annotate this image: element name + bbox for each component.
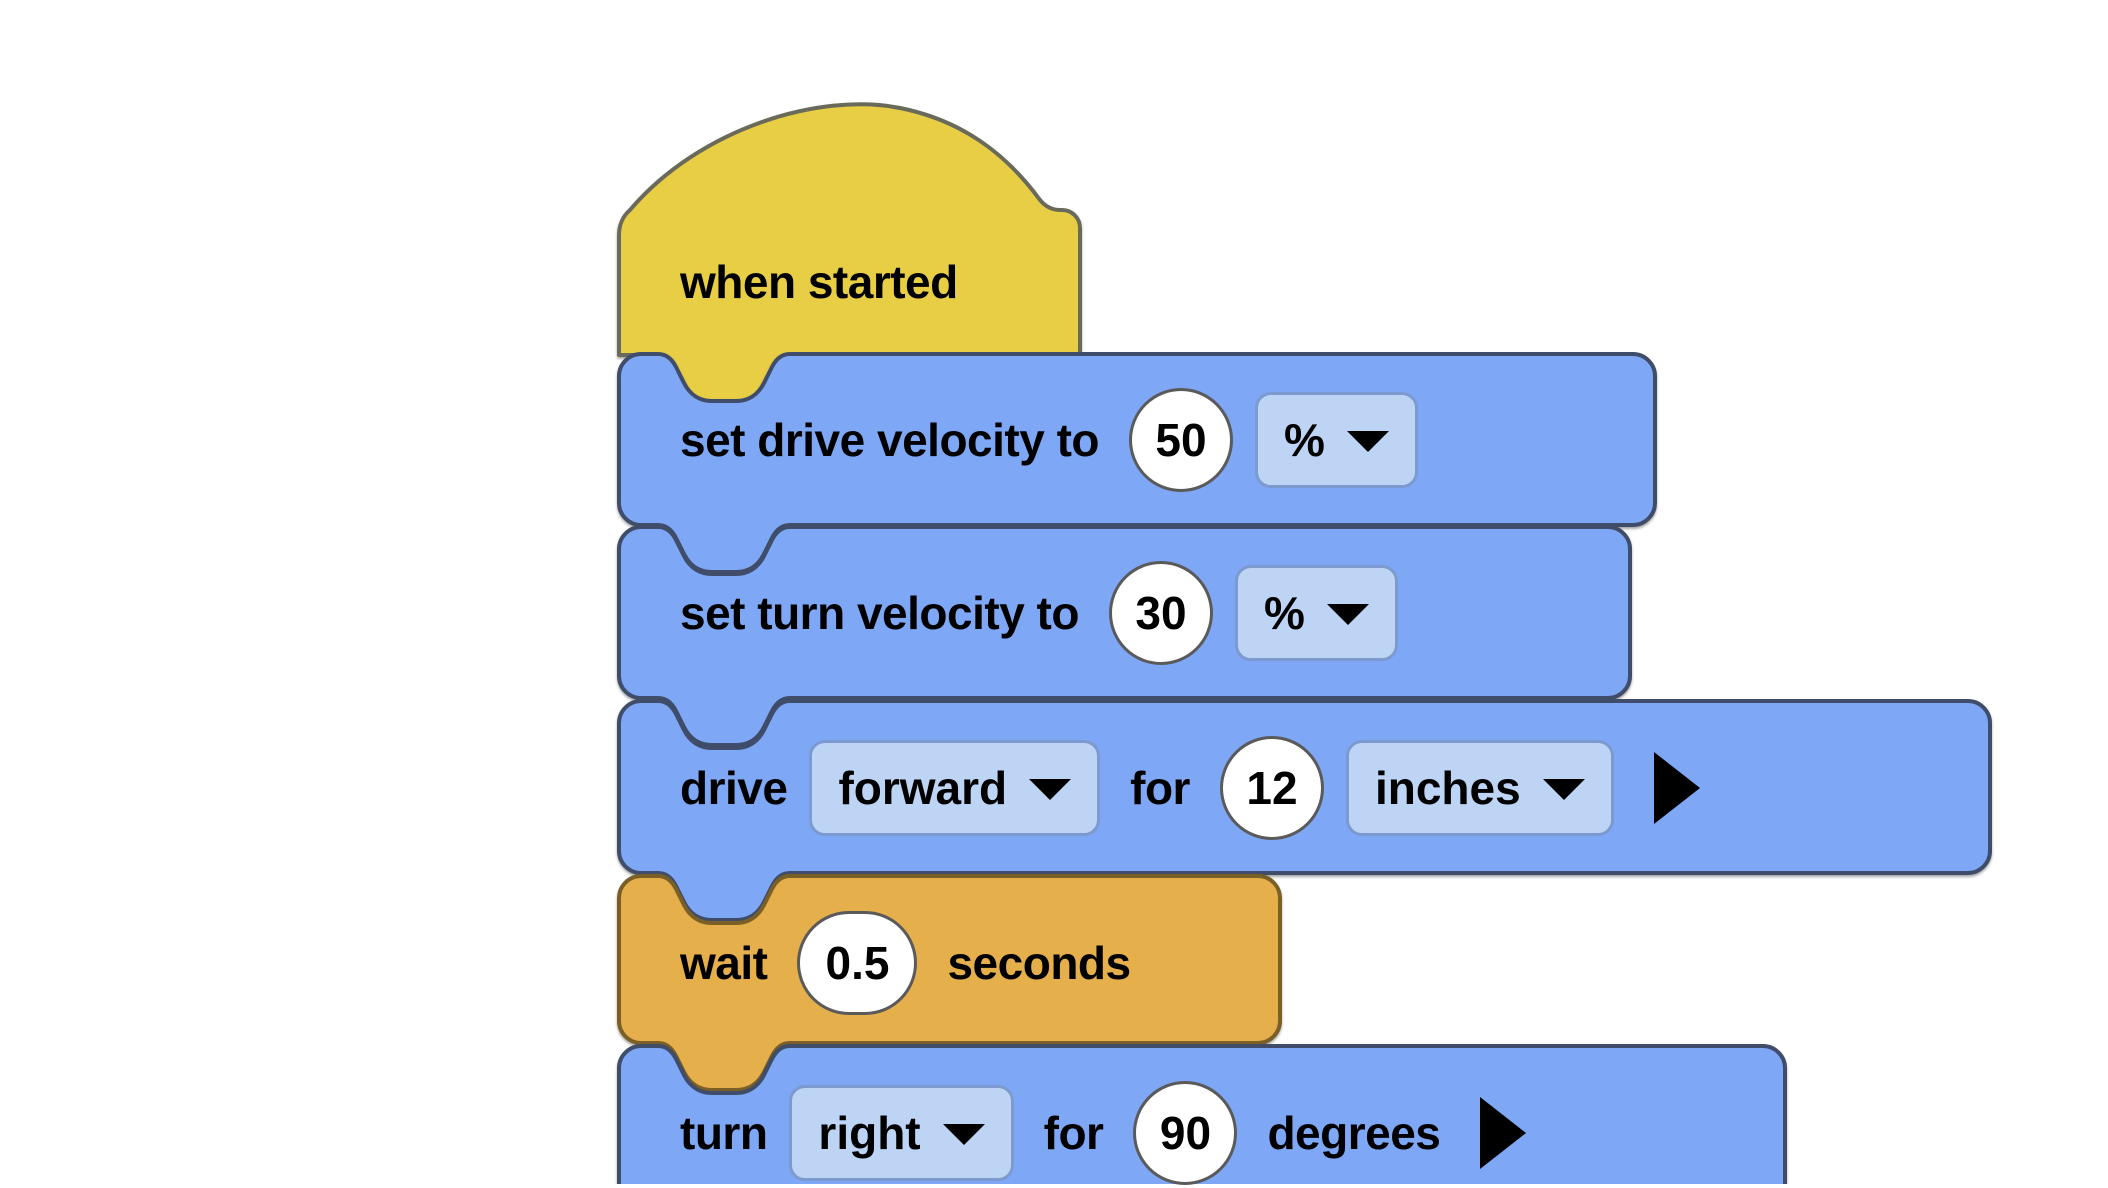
turn-direction-dropdown[interactable]: right	[789, 1085, 1014, 1181]
chevron-down-icon	[1542, 779, 1585, 800]
turn-degrees-value-input[interactable]: 90	[1133, 1081, 1238, 1185]
drive-distance-unit-label: inches	[1374, 762, 1521, 814]
drive-direction-label: forward	[838, 762, 1008, 814]
block-label-turn: turn	[680, 1107, 768, 1159]
block-drive-forward[interactable]: drive forward for 12 inches	[680, 733, 1700, 843]
drive-distance-unit-dropdown[interactable]: inches	[1345, 740, 1614, 836]
block-label-wait: wait	[680, 937, 768, 989]
block-label-set-turn-velocity: set turn velocity to	[680, 587, 1079, 639]
chevron-down-icon	[1029, 779, 1072, 800]
block-label-drive-for: for	[1130, 762, 1190, 814]
play-triangle-icon[interactable]	[1480, 1097, 1527, 1169]
drive-velocity-unit-dropdown[interactable]: %	[1255, 392, 1418, 488]
turn-velocity-value-input[interactable]: 30	[1108, 561, 1213, 665]
chevron-down-icon	[1346, 431, 1389, 452]
drive-distance-value-input[interactable]: 12	[1219, 736, 1324, 840]
block-when-started[interactable]: when started	[680, 250, 958, 314]
block-label-drive: drive	[680, 762, 788, 814]
block-label-set-drive-velocity: set drive velocity to	[680, 414, 1100, 466]
block-set-turn-velocity[interactable]: set turn velocity to 30 %	[680, 558, 1398, 668]
block-label-degrees: degrees	[1267, 1107, 1441, 1159]
block-label-seconds: seconds	[947, 937, 1131, 989]
turn-direction-label: right	[818, 1107, 921, 1159]
drive-velocity-value-input[interactable]: 50	[1129, 388, 1233, 492]
block-label-when-started: when started	[680, 256, 958, 308]
block-set-drive-velocity[interactable]: set drive velocity to 50 %	[680, 385, 1418, 495]
block-label-turn-for: for	[1043, 1107, 1104, 1159]
chevron-down-icon	[1326, 604, 1369, 625]
drive-velocity-unit-label: %	[1284, 414, 1325, 466]
turn-velocity-unit-label: %	[1263, 587, 1305, 639]
wait-seconds-value-input[interactable]: 0.5	[797, 911, 918, 1015]
drive-direction-dropdown[interactable]: forward	[809, 740, 1101, 836]
turn-velocity-unit-dropdown[interactable]: %	[1234, 565, 1398, 661]
chevron-down-icon	[942, 1124, 985, 1145]
block-turn-right[interactable]: turn right for 90 degrees	[680, 1078, 1527, 1188]
play-triangle-icon[interactable]	[1653, 752, 1700, 824]
block-wait[interactable]: wait 0.5 seconds	[680, 908, 1131, 1018]
